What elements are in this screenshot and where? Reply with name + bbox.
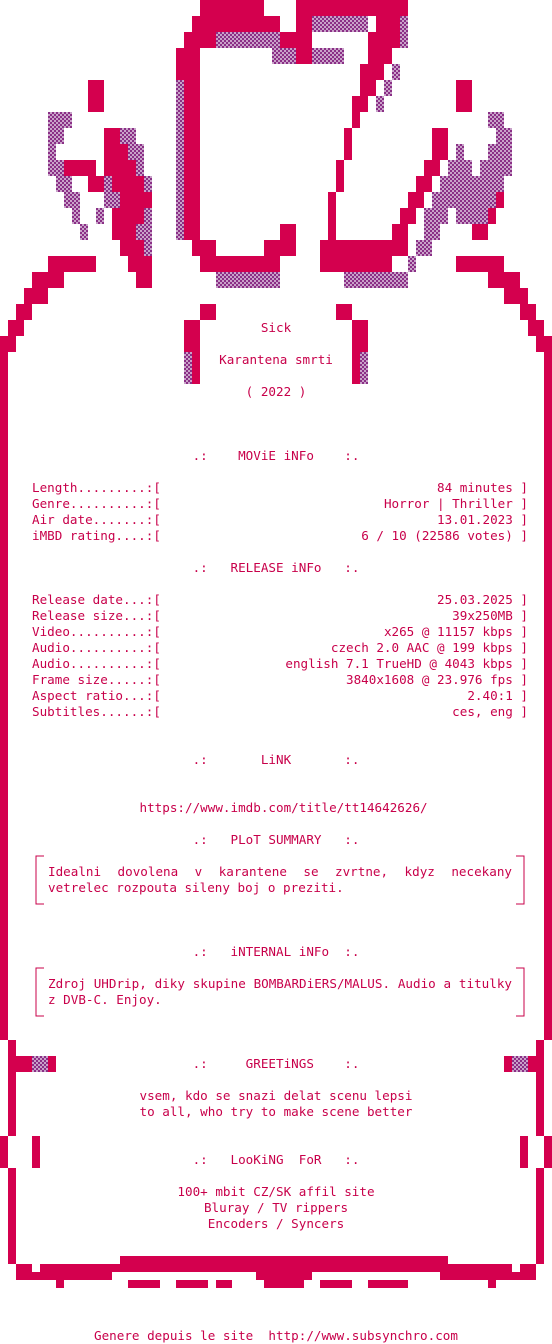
movie-title: Karantena smrti	[219, 352, 333, 367]
release-info-row: Release size...:[ 39x250MB ]	[32, 608, 528, 624]
left-ornament	[48, 80, 152, 288]
info-value: 39x250MB ]	[452, 608, 528, 623]
release-info-row: Frame size.....:[ 3840x1608 @ 23.976 fps…	[32, 672, 528, 688]
movie-info-row: Genre..........:[ Horror | Thriller ]	[32, 496, 528, 512]
movie-year: ( 2022 )	[245, 384, 307, 399]
imdb-link-anchor[interactable]: https://www.imdb.com/title/tt14642626/	[139, 800, 428, 815]
info-value: 13.01.2023 ]	[437, 512, 528, 527]
info-value: 25.03.2025 ]	[437, 592, 528, 607]
looking-for-heading: .: LooKiNG FoR :.	[192, 1152, 360, 1167]
looking-for-line: 100+ mbit CZ/SK affil site	[177, 1184, 375, 1199]
group-name: Sick	[260, 320, 292, 335]
footer-credit: Genere depuis le site http://www.subsync…	[94, 1328, 458, 1343]
release-info-row: Subtitles......:[ ces, eng ]	[32, 704, 528, 720]
info-value: Horror | Thriller ]	[383, 496, 528, 511]
info-key: Release date...:[	[32, 592, 161, 607]
frame-top	[0, 256, 552, 1280]
info-key: Release size...:[	[32, 608, 161, 623]
info-key: Video..........:[	[32, 624, 161, 639]
release-info-heading: .: RELEASE iNFo :.	[192, 560, 360, 575]
release-info-row: Audio..........:[ english 7.1 TrueHD @ 4…	[32, 656, 528, 672]
info-key: Audio..........:[	[32, 640, 161, 655]
info-value: 3840x1608 @ 23.976 fps ]	[346, 672, 528, 687]
info-key: Length.........:[	[32, 480, 161, 495]
release-info-row: Aspect ratio...:[ 2.40:1 ]	[32, 688, 528, 704]
info-value: 84 minutes ]	[437, 480, 528, 495]
movie-info-row: Air date.......:[ 13.01.2023 ]	[32, 512, 528, 528]
link-heading: .: LiNK :.	[192, 752, 360, 767]
info-key: Frame size.....:[	[32, 672, 161, 687]
looking-for-line: Encoders / Syncers	[207, 1216, 345, 1231]
info-value: x265 @ 11157 kbps ]	[383, 624, 528, 639]
info-value: 6 / 10 (22586 votes) ]	[361, 528, 528, 543]
greetings-heading: .: GREETiNGS :.	[192, 1056, 360, 1071]
info-value: czech 2.0 AAC @ 199 kbps ]	[330, 640, 528, 655]
right-ornament	[392, 80, 512, 272]
info-key: Genre..........:[	[32, 496, 161, 511]
info-key: Aspect ratio...:[	[32, 688, 161, 703]
release-info-row: Audio..........:[ czech 2.0 AAC @ 199 kb…	[32, 640, 528, 656]
movie-info-row: Length.........:[ 84 minutes ]	[32, 480, 528, 496]
looking-for-line: Bluray / TV rippers	[203, 1200, 349, 1215]
movie-info-heading: .: MOViE iNFo :.	[192, 448, 360, 463]
plot-text: Idealni dovolena v karantene se zvrtne, …	[48, 864, 512, 895]
info-value: english 7.1 TrueHD @ 4043 kbps ]	[285, 656, 528, 671]
text-box-brackets	[35, 855, 525, 1017]
info-value: 2.40:1 ]	[467, 688, 528, 703]
internal-info-text: Zdroj UHDrip, diky skupine BOMBARDiERS/M…	[48, 976, 512, 1007]
internal-info-heading: .: iNTERNAL iNFo :.	[192, 944, 360, 959]
greetings-line: to all, who try to make scene better	[139, 1104, 413, 1119]
info-value: ces, eng ]	[452, 704, 528, 719]
info-key: Audio..........:[	[32, 656, 161, 671]
greetings-line: vsem, kdo se snazi delat scenu lepsi	[139, 1088, 413, 1103]
movie-info-row: iMBD rating....:[ 6 / 10 (22586 votes) ]	[32, 528, 528, 544]
plot-heading: .: PLoT SUMMARY :.	[192, 832, 360, 847]
frame-bottom	[24, 1256, 536, 1288]
info-key: iMBD rating....:[	[32, 528, 161, 543]
release-info-row: Release date...:[ 25.03.2025 ]	[32, 592, 528, 608]
release-info-row: Video..........:[ x265 @ 11157 kbps ]	[32, 624, 528, 640]
imdb-link[interactable]: https://www.imdb.com/title/tt14642626/	[0, 784, 552, 816]
info-key: Air date.......:[	[32, 512, 161, 527]
info-key: Subtitles......:[	[32, 704, 161, 719]
cz-logo	[176, 0, 408, 288]
